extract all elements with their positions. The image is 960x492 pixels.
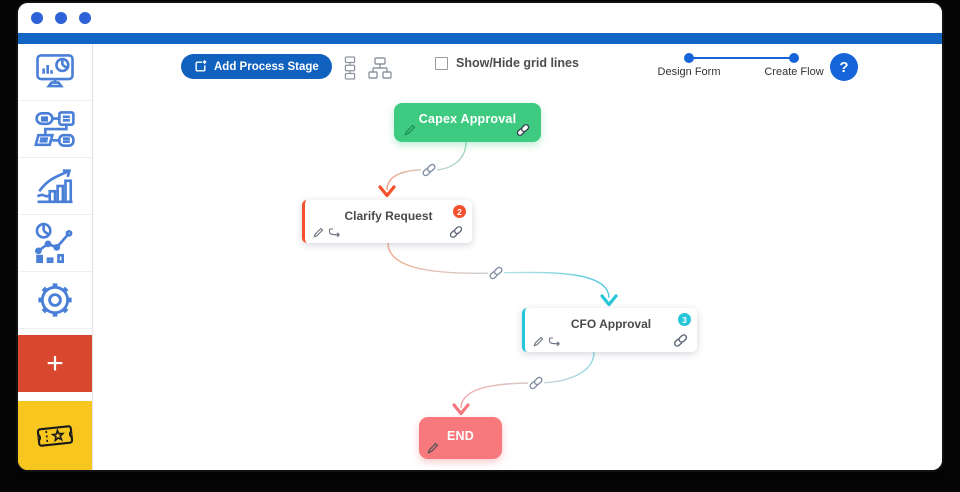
node-title: END bbox=[447, 429, 474, 443]
sidebar-item-tickets[interactable] bbox=[18, 401, 92, 470]
connector-link-icon-3[interactable] bbox=[527, 374, 545, 392]
add-stage-icon bbox=[195, 60, 207, 72]
arrowhead-cyan bbox=[600, 294, 618, 307]
layout-tree-icon bbox=[368, 57, 392, 79]
reassign-jump-icon[interactable] bbox=[328, 227, 341, 238]
flow-canvas[interactable]: Add Process Stage bbox=[93, 44, 942, 470]
edit-pencil-icon[interactable] bbox=[533, 336, 544, 347]
step-label-create-flow[interactable]: Create Flow bbox=[764, 66, 824, 78]
connector-cfo-to-end bbox=[452, 351, 595, 416]
step-dot-design-form[interactable] bbox=[684, 53, 694, 63]
node-clarify-request[interactable]: Clarify Request 2 bbox=[302, 200, 472, 243]
connector-capex-to-clarify bbox=[378, 141, 467, 198]
grid-lines-checkbox[interactable] bbox=[435, 56, 448, 70]
node-end[interactable]: END bbox=[419, 417, 502, 459]
link-icon[interactable] bbox=[448, 226, 464, 238]
node-title: Capex Approval bbox=[418, 112, 517, 126]
sidebar-item-analytics[interactable] bbox=[18, 215, 92, 272]
settings-gear-icon bbox=[38, 283, 72, 317]
sidebar: + bbox=[18, 44, 93, 470]
link-icon[interactable] bbox=[515, 124, 531, 136]
step-label-design-form[interactable]: Design Form bbox=[657, 66, 721, 78]
app-window: + bbox=[18, 3, 942, 470]
layout-vertical-button[interactable] bbox=[337, 55, 363, 83]
sidebar-item-dashboard[interactable] bbox=[18, 44, 92, 101]
dashboard-monitor-icon bbox=[36, 54, 74, 88]
grid-lines-toggle[interactable]: Show/Hide grid lines bbox=[435, 56, 579, 70]
sidebar-item-settings[interactable] bbox=[18, 272, 92, 329]
stepper-track bbox=[689, 57, 794, 59]
connector-clarify-to-cfo bbox=[387, 242, 618, 307]
layout-tree-button[interactable] bbox=[367, 55, 393, 83]
growth-chart-icon bbox=[36, 169, 73, 204]
node-title: Clarify Request bbox=[344, 209, 433, 223]
window-titlebar bbox=[18, 3, 942, 33]
help-button[interactable]: ? bbox=[830, 53, 858, 81]
edit-pencil-icon[interactable] bbox=[313, 227, 324, 238]
ticket-icon bbox=[36, 424, 74, 447]
node-cfo-approval[interactable]: CFO Approval 3 bbox=[522, 308, 697, 352]
connector-link-icon-1[interactable] bbox=[420, 161, 438, 179]
edit-pencil-icon[interactable] bbox=[404, 124, 416, 136]
add-process-stage-button[interactable]: Add Process Stage bbox=[181, 54, 332, 79]
window-dot-2[interactable] bbox=[55, 12, 67, 24]
layout-vertical-icon bbox=[344, 56, 356, 80]
sidebar-item-reports[interactable] bbox=[18, 158, 92, 215]
help-question-icon: ? bbox=[839, 58, 849, 76]
add-plus-icon: + bbox=[46, 346, 64, 380]
reassign-jump-icon[interactable] bbox=[548, 336, 561, 347]
window-dot-1[interactable] bbox=[31, 12, 43, 24]
sidebar-item-workflow[interactable] bbox=[18, 101, 92, 158]
node-badge: 2 bbox=[453, 205, 466, 218]
node-title: CFO Approval bbox=[570, 317, 652, 331]
step-dot-create-flow[interactable] bbox=[789, 53, 799, 63]
workflow-icon bbox=[34, 111, 75, 147]
arrowhead-orange bbox=[378, 185, 396, 198]
add-process-stage-label: Add Process Stage bbox=[214, 60, 319, 73]
edit-pencil-icon[interactable] bbox=[427, 442, 439, 454]
node-badge: 3 bbox=[678, 313, 691, 326]
link-icon[interactable] bbox=[672, 334, 689, 347]
arrowhead-salmon bbox=[452, 403, 470, 416]
analytics-icon bbox=[34, 222, 73, 264]
sidebar-item-add[interactable]: + bbox=[18, 335, 92, 392]
mode-stepper: Design Form Create Flow bbox=[653, 53, 833, 83]
grid-lines-label: Show/Hide grid lines bbox=[456, 56, 579, 70]
window-dot-3[interactable] bbox=[79, 12, 91, 24]
node-capex-approval[interactable]: Capex Approval bbox=[394, 103, 541, 142]
top-accent-strip bbox=[18, 33, 942, 44]
connector-link-icon-2[interactable] bbox=[487, 264, 505, 282]
